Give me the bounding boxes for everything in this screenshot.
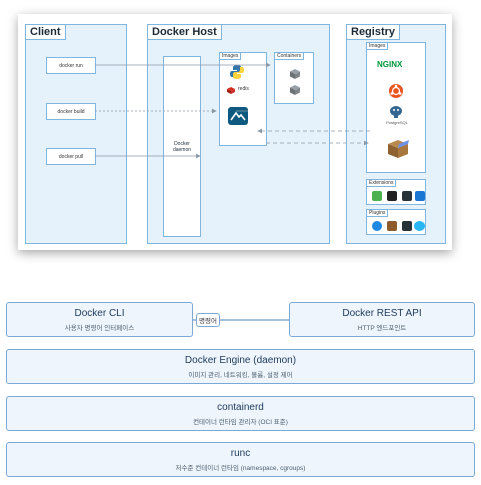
runc-subtitle: 저수준 컨테이너 런타임 (namespace, cgroups) [175,464,306,472]
docker-cli-title: Docker CLI [74,307,125,319]
client-title: Client [26,25,66,40]
docker-run-command: docker run [46,57,96,74]
box-icon [388,140,409,158]
plugin-icon [387,221,397,231]
containerd-title: containerd [217,401,264,413]
docker-engine-layer: Docker Engine (daemon) 이미지 관리, 네트워킹, 볼륨,… [6,349,475,384]
redis-icon [227,87,235,94]
rest-api-title: Docker REST API [342,307,422,319]
docker-cli-layer: Docker CLI 사용자 명령어 인터페이스 [6,302,193,337]
extension-icon [387,191,397,201]
redis-label: redis [238,86,249,92]
flow-arrows [95,62,370,159]
command-connector-label: 명령어 [196,313,220,327]
client-column: Client docker run docker build docker pu… [25,24,127,244]
plugin-icon [402,221,412,231]
container-icon [290,69,300,79]
docker-host-title: Docker Host [148,25,222,40]
plugin-icon [372,221,382,231]
extension-icon [372,191,382,201]
docker-pull-command: docker pull [46,148,96,165]
docker-architecture-diagram: Client docker run docker build docker pu… [18,14,452,250]
docker-build-command: docker build [46,103,96,120]
rest-api-subtitle: HTTP 엔드포인트 [357,324,407,332]
plugin-icon [414,221,425,231]
nginx-logo: NGINX [377,60,403,69]
extension-icon [402,191,412,201]
plugins-label: Plugins [367,210,389,217]
alpine-icon [228,107,248,125]
postgresql-icon [390,106,402,118]
host-containers-box: Containers [274,52,314,104]
engine-subtitle: 이미지 관리, 네트워킹, 볼륨, 설정 제어 [188,371,293,379]
containerd-subtitle: 컨테이너 런타임 관리자 (OCI 표준) [193,418,288,426]
python-icon [230,65,244,79]
container-icon [290,85,300,95]
docker-cli-subtitle: 사용자 명령어 인터페이스 [64,324,135,332]
extension-icon [415,191,425,201]
ubuntu-icon [389,84,403,98]
registry-column: Registry Images NGINX PostgreSQL [346,24,446,244]
registry-title: Registry [347,25,401,40]
registry-images-label: Images [367,43,389,50]
runc-layer: runc 저수준 컨테이너 런타임 (namespace, cgroups) [6,442,475,477]
registry-images-box: Images NGINX PostgreSQL [366,42,426,173]
host-containers-label: Containers [275,53,305,60]
extensions-box: Extensions [366,179,426,205]
runc-title: runc [230,447,251,459]
plugins-box: Plugins [366,209,426,235]
docker-rest-api-layer: Docker REST API HTTP 엔드포인트 [289,302,475,337]
host-images-label: Images [220,53,242,60]
extensions-label: Extensions [367,180,397,187]
docker-host-column: Docker Host Docker daemon Images redis C… [147,24,330,244]
docker-daemon: Docker daemon [163,56,201,237]
containerd-layer: containerd 컨테이너 런타임 관리자 (OCI 표준) [6,396,475,431]
postgresql-label: PostgreSQL [386,120,408,125]
engine-title: Docker Engine (daemon) [184,354,297,366]
